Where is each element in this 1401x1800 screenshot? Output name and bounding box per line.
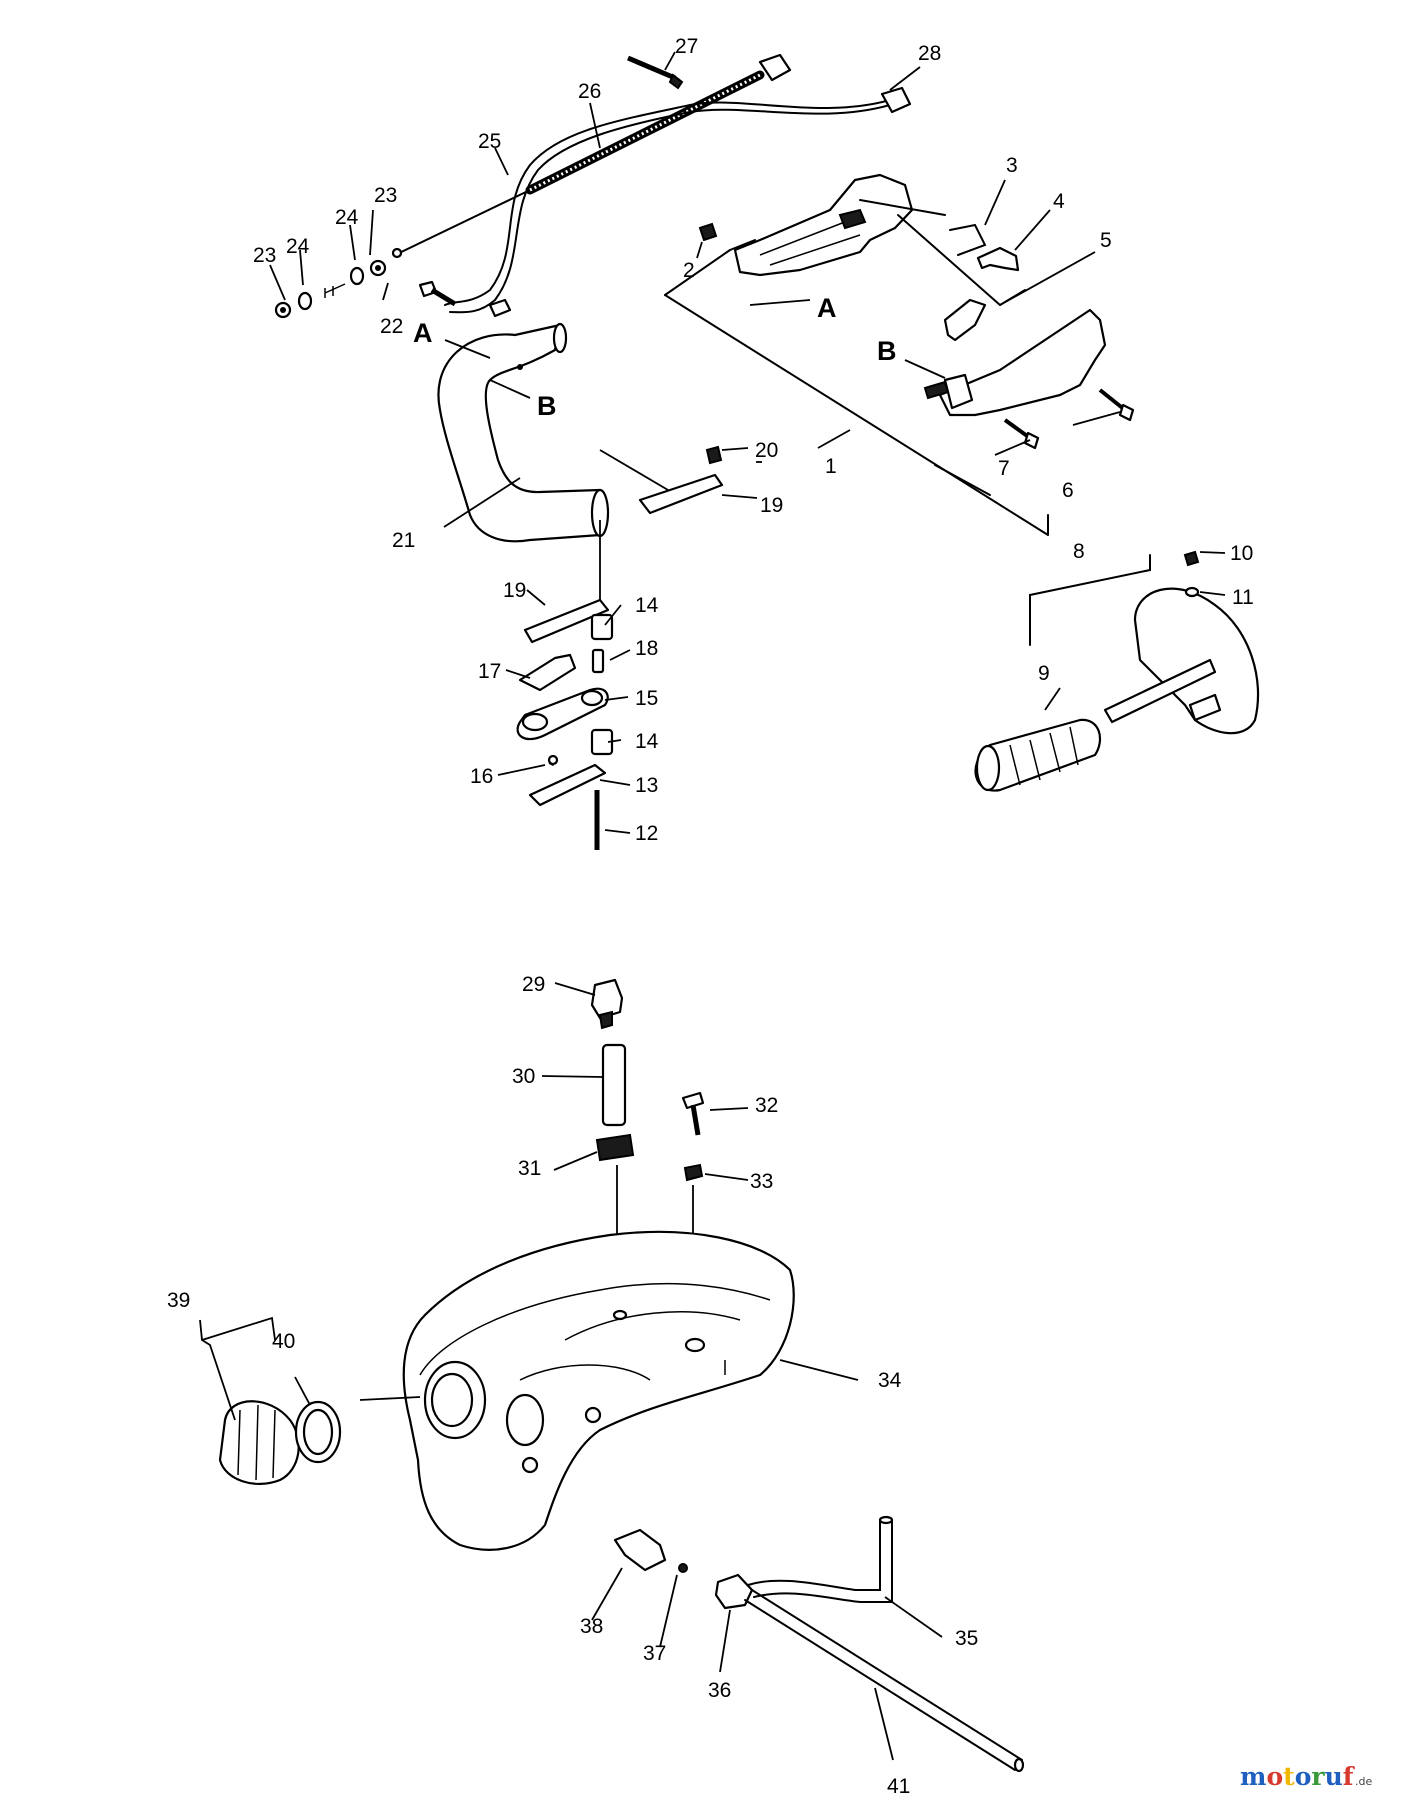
- callout-6: 6: [1062, 479, 1074, 502]
- callout-32: 32: [755, 1094, 778, 1117]
- ref-mark-a-bar: A: [413, 318, 433, 348]
- reference-marks: A B A B: [413, 293, 946, 421]
- callout-31: 31: [518, 1157, 541, 1180]
- callout-16: 16: [470, 765, 493, 788]
- callout-13: 13: [635, 774, 658, 797]
- callout-7: 7: [998, 457, 1010, 480]
- mount-bracket-stack: [516, 445, 724, 850]
- callout-21: 21: [392, 529, 415, 552]
- callout-41: 41: [887, 1775, 910, 1798]
- callout-34: 34: [878, 1369, 902, 1392]
- callout-17: 17: [478, 660, 501, 683]
- callout-20: 20: [755, 439, 778, 462]
- callout-39: 39: [167, 1289, 190, 1312]
- callout-4: 4: [1053, 190, 1065, 213]
- callout-12: 12: [635, 822, 658, 845]
- throttle-cable-assembly: [391, 53, 912, 318]
- callout-40: 40: [272, 1330, 295, 1353]
- callout-23b: 23: [374, 184, 397, 207]
- callout-1: 1: [825, 455, 837, 478]
- callout-10: 10: [1230, 542, 1253, 565]
- callout-18: 18: [635, 637, 658, 660]
- callout-38: 38: [580, 1615, 603, 1638]
- callout-22: 22: [380, 315, 403, 338]
- rear-handle-assembly: [664, 173, 1135, 536]
- ref-mark-b-bar: B: [537, 391, 557, 421]
- callout-24b: 24: [335, 206, 359, 229]
- callout-8: 8: [1073, 540, 1085, 563]
- callout-27: 27: [675, 35, 698, 58]
- callout-3: 3: [1006, 154, 1018, 177]
- fuel-tank-assembly: [218, 978, 1025, 1773]
- callout-26: 26: [578, 80, 601, 103]
- callout-30: 30: [512, 1065, 535, 1088]
- callout-24a: 24: [286, 235, 310, 258]
- ref-mark-a-handle: A: [817, 293, 837, 323]
- callout-29: 29: [522, 973, 545, 996]
- callout-5: 5: [1100, 229, 1112, 252]
- callout-19b: 19: [503, 579, 526, 602]
- callout-numbers: 1 2 3 4 5 6 7 8 9 10 11 12 13 14 14 15 1…: [167, 35, 1254, 1798]
- callout-15: 15: [635, 687, 658, 710]
- callout-35: 35: [955, 1627, 978, 1650]
- callout-14a: 14: [635, 594, 659, 617]
- callout-36: 36: [708, 1679, 731, 1702]
- side-grip-assembly: [974, 550, 1260, 792]
- callout-28: 28: [918, 42, 941, 65]
- callout-9: 9: [1038, 662, 1050, 685]
- loop-handle-bar: [437, 322, 610, 600]
- motoruf-watermark: motoruf .de: [1240, 1762, 1372, 1791]
- callout-33: 33: [750, 1170, 773, 1193]
- callout-11: 11: [1232, 586, 1254, 609]
- callout-14b: 14: [635, 730, 659, 753]
- callout-25: 25: [478, 130, 501, 153]
- watermark-brand: motoruf: [1240, 1762, 1356, 1791]
- callout-19a: 19: [760, 494, 783, 517]
- callout-37: 37: [643, 1642, 666, 1665]
- callout-2: 2: [683, 259, 695, 282]
- watermark-suffix: .de: [1355, 1775, 1372, 1788]
- nuts-washers-23-24: [274, 259, 457, 319]
- callout-23a: 23: [253, 244, 276, 267]
- callout-leaders: [199, 51, 1226, 1761]
- ref-mark-b-handle: B: [877, 336, 897, 366]
